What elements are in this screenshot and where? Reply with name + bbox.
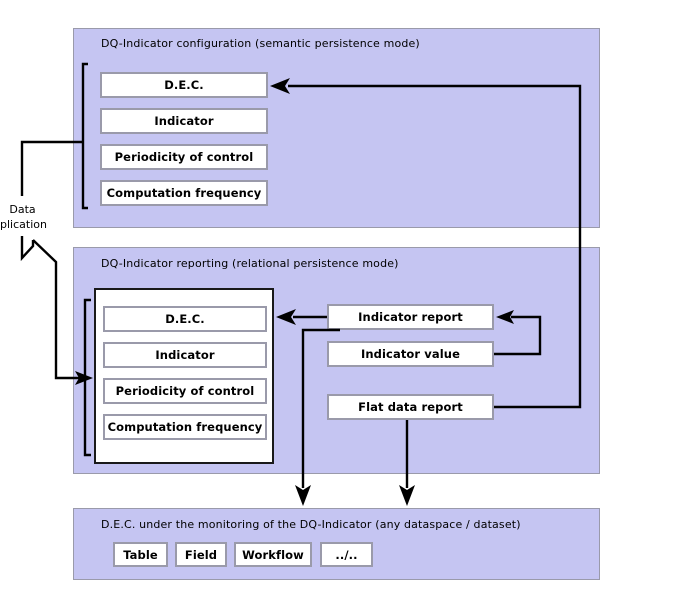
reporting-entity-indicator-value: Indicator value <box>327 341 494 367</box>
arrowhead-flat-data-report-down <box>399 485 415 506</box>
reporting-entity-computation-frequency: Computation frequency <box>103 414 267 440</box>
reporting-entity-periodicity-of-control: Periodicity of control <box>103 378 267 404</box>
config-entity-computation-frequency: Computation frequency <box>100 180 268 206</box>
monitored-entity-workflow: Workflow <box>234 542 312 567</box>
data-replication-label-line1: Data <box>9 203 36 216</box>
wire-data-replication-upper <box>20 140 66 196</box>
wire-data-replication-lower <box>32 239 77 380</box>
config-entity-periodicity-of-control: Periodicity of control <box>100 144 268 170</box>
reporting-entity-indicator-report: Indicator report <box>327 304 494 330</box>
arrowhead-indicator-report-to-monitored-dec <box>295 485 311 506</box>
panel-monitored-dec-title: D.E.C. under the monitoring of the DQ-In… <box>101 518 521 531</box>
panel-reporting-title: DQ-Indicator reporting (relational persi… <box>101 257 399 270</box>
wire-data-replication-break <box>20 236 35 262</box>
data-replication-label-line2: plication <box>0 218 47 231</box>
reporting-entity-flat-data-report: Flat data report <box>327 394 494 420</box>
monitored-entity-other: ../.. <box>320 542 373 567</box>
monitored-entity-table: Table <box>113 542 168 567</box>
reporting-entity-indicator: Indicator <box>103 342 267 368</box>
monitored-entity-field: Field <box>175 542 227 567</box>
reporting-entity-dec: D.E.C. <box>103 306 267 332</box>
config-entity-indicator: Indicator <box>100 108 268 134</box>
panel-configuration-title: DQ-Indicator configuration (semantic per… <box>101 37 420 50</box>
config-entity-dec: D.E.C. <box>100 72 268 98</box>
